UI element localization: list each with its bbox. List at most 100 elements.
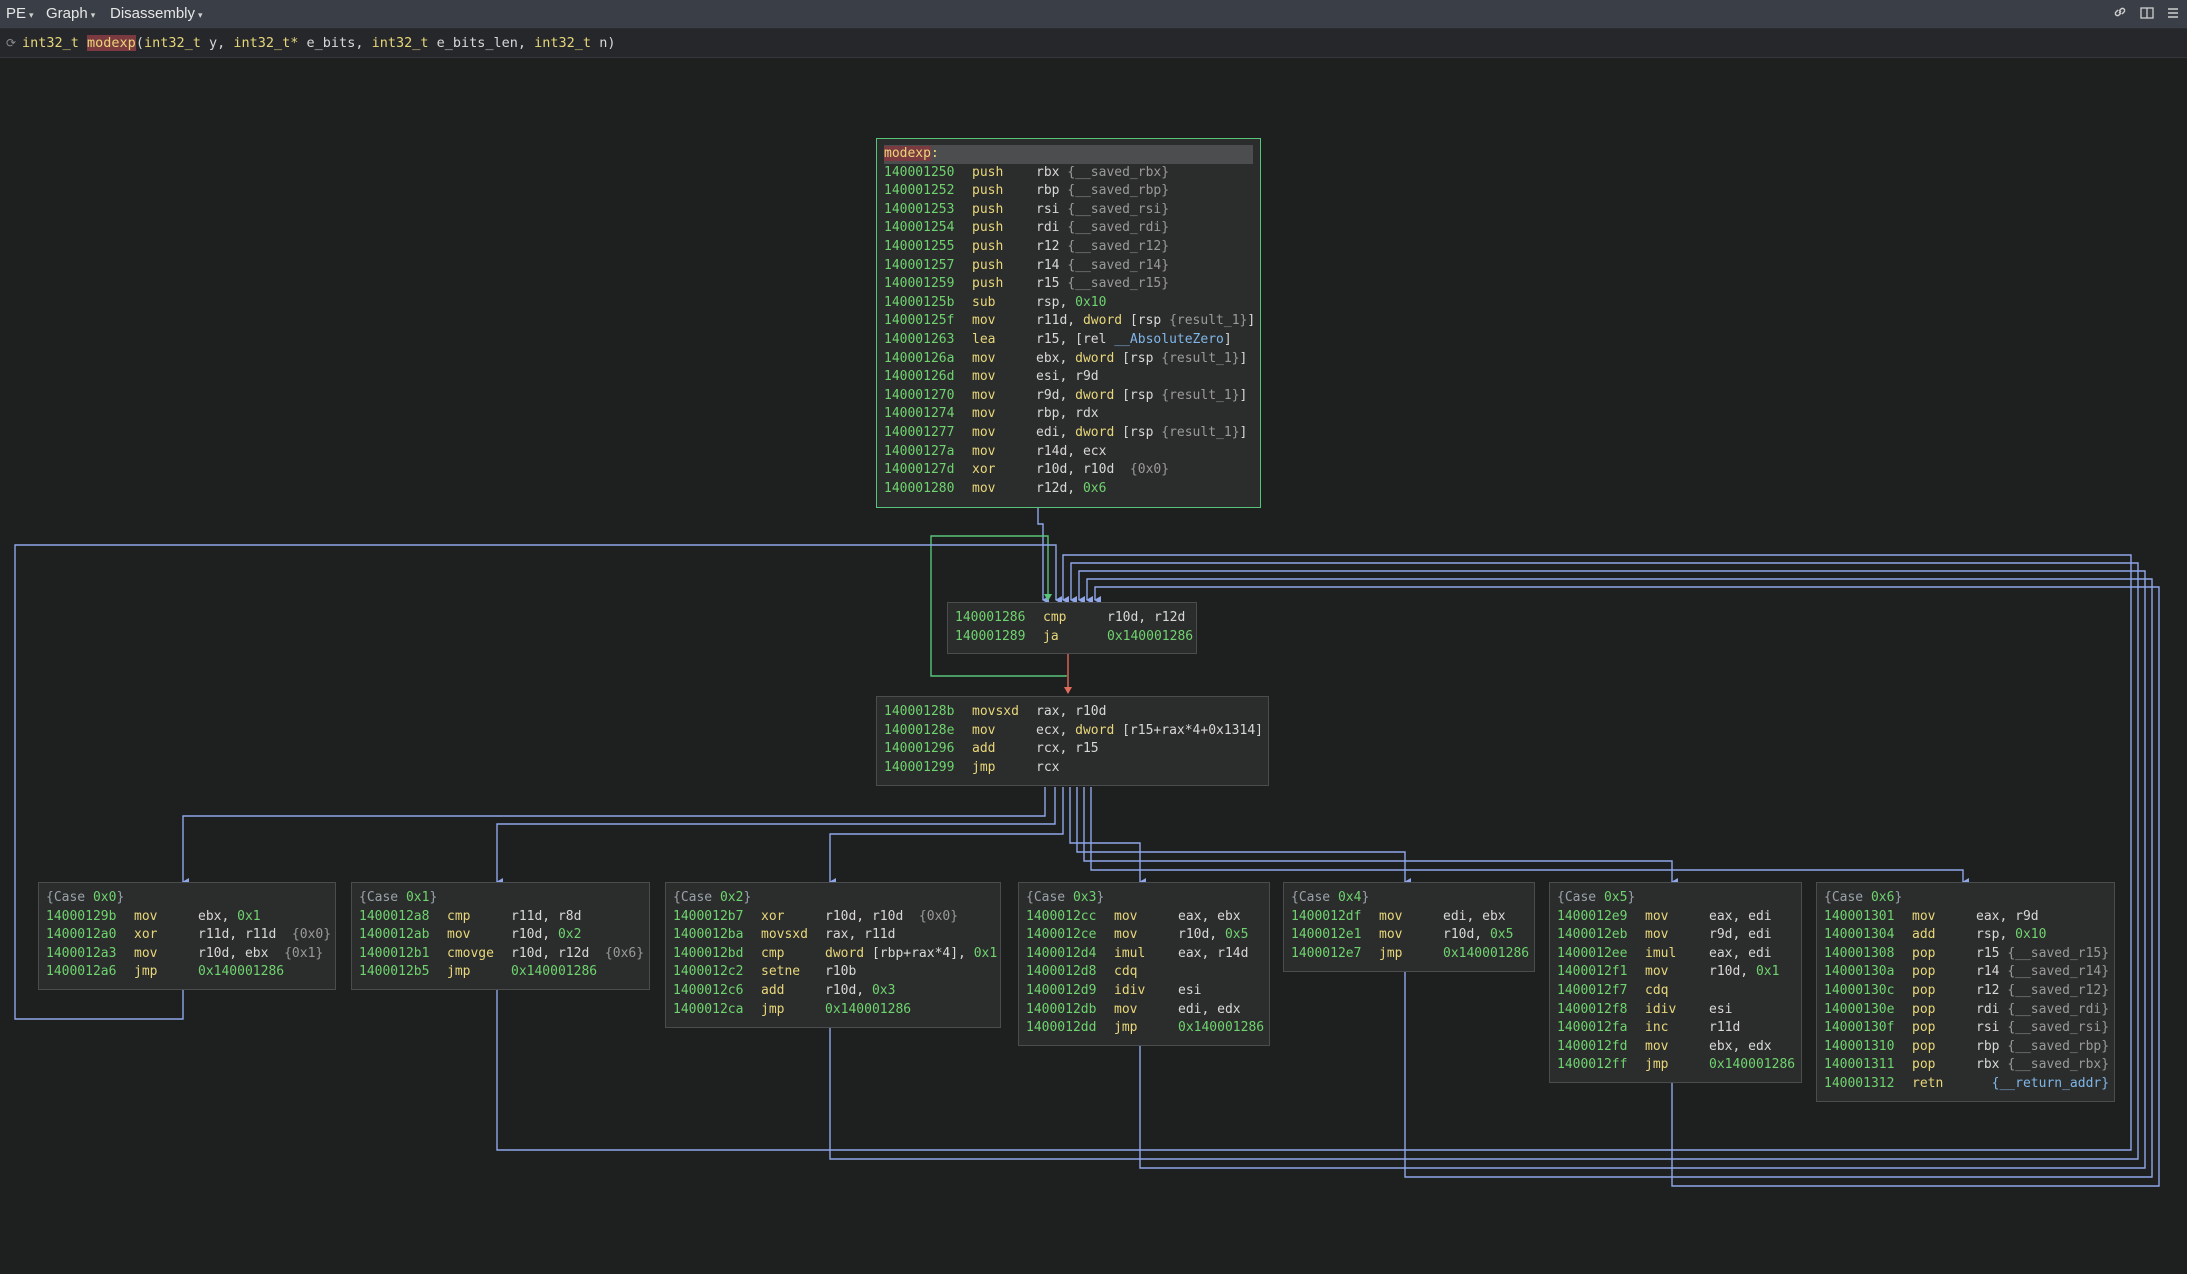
instruction-address[interactable]: 140001280: [884, 480, 955, 496]
menu-graph[interactable]: Graph▾: [46, 5, 95, 22]
instruction-address[interactable]: 14000127a: [884, 443, 955, 459]
instruction-address[interactable]: 1400012c2: [673, 964, 744, 980]
instruction-address[interactable]: 1400012ab: [359, 927, 430, 943]
operand-token[interactable]: 0x1: [1755, 964, 1780, 980]
instruction-address[interactable]: 1400012ca: [673, 1001, 744, 1017]
instruction-address[interactable]: 14000127d: [884, 462, 955, 478]
instruction-address[interactable]: 1400012e9: [1557, 908, 1628, 924]
param-name[interactable]: e_bits,: [298, 35, 372, 51]
operand-token[interactable]: 0x140001286: [1107, 628, 1194, 644]
operand-token[interactable]: 0x140001286: [511, 964, 598, 980]
instruction-address[interactable]: 140001310: [1824, 1038, 1895, 1054]
instruction-address[interactable]: 140001270: [884, 387, 955, 403]
param-name[interactable]: n): [591, 35, 616, 51]
instruction-address[interactable]: 140001289: [955, 628, 1026, 644]
instruction-address[interactable]: 140001311: [1824, 1057, 1895, 1073]
instruction-address[interactable]: 1400012d8: [1026, 964, 1097, 980]
instruction-address[interactable]: 14000126a: [884, 350, 955, 366]
instruction-address[interactable]: 140001259: [884, 276, 955, 292]
operand-token[interactable]: 0x140001286: [1443, 945, 1530, 961]
instruction-address[interactable]: 1400012a8: [359, 908, 430, 924]
menu-pe[interactable]: PE▾: [6, 5, 34, 22]
operand-token[interactable]: 0x2: [557, 927, 582, 943]
instruction-address[interactable]: 140001277: [884, 424, 955, 440]
instruction-address[interactable]: 1400012c6: [673, 982, 744, 998]
instruction-address[interactable]: 140001286: [955, 610, 1026, 625]
instruction-address[interactable]: 14000126d: [884, 369, 955, 385]
reload-icon[interactable]: ⟳: [6, 36, 17, 50]
instruction-address[interactable]: 1400012dd: [1026, 1020, 1097, 1036]
instruction-address[interactable]: 14000130e: [1824, 1001, 1895, 1017]
instruction-address[interactable]: 14000130c: [1824, 982, 1895, 998]
instruction-address[interactable]: 1400012ff: [1557, 1057, 1628, 1073]
operand-token[interactable]: 0x140001286: [825, 1001, 912, 1017]
instruction-address[interactable]: 1400012e1: [1291, 927, 1362, 943]
operand-token[interactable]: 0x1: [237, 908, 261, 924]
instruction-address[interactable]: 1400012df: [1291, 908, 1362, 924]
instruction-address[interactable]: 1400012db: [1026, 1001, 1097, 1017]
instruction-address[interactable]: 1400012d9: [1026, 982, 1097, 998]
instruction-address[interactable]: 140001312: [1824, 1075, 1895, 1091]
instruction-address[interactable]: 1400012b5: [359, 964, 430, 980]
instruction-address[interactable]: 140001308: [1824, 945, 1895, 961]
instruction-address[interactable]: 1400012f1: [1557, 964, 1628, 980]
operand-token[interactable]: 0x140001286: [1178, 1020, 1265, 1036]
instruction-address[interactable]: 1400012e7: [1291, 945, 1362, 961]
instruction-address[interactable]: 1400012ce: [1026, 927, 1097, 943]
operand-token[interactable]: 0x10: [2015, 927, 2047, 943]
instruction-address[interactable]: 140001296: [884, 741, 955, 757]
instruction-address[interactable]: 140001253: [884, 201, 955, 217]
operand-token[interactable]: 0x140001286: [1709, 1057, 1796, 1073]
instruction-address[interactable]: 14000128b: [884, 704, 955, 719]
instruction-address[interactable]: 140001301: [1824, 908, 1895, 924]
instruction-address[interactable]: 140001274: [884, 406, 955, 422]
instruction-address[interactable]: 1400012d4: [1026, 945, 1097, 961]
